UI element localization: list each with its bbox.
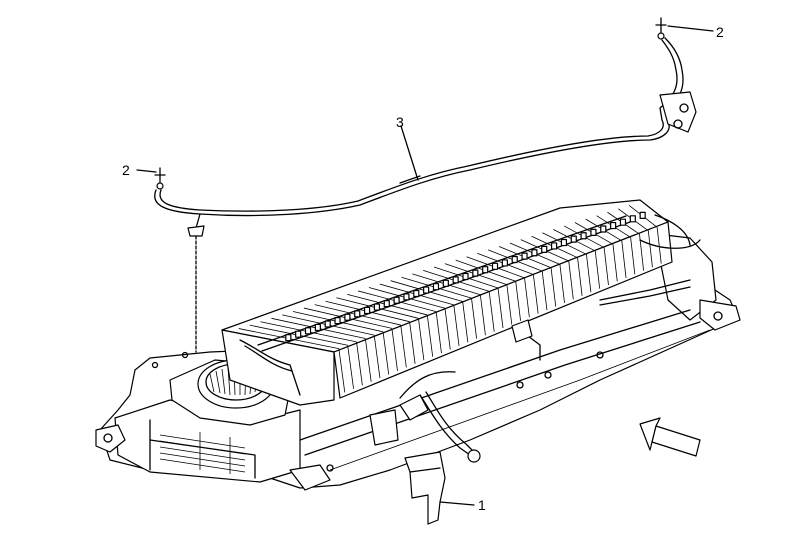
cell-side-line	[647, 230, 653, 268]
cell-terminal	[501, 259, 508, 267]
cell-side-line	[497, 287, 504, 329]
cell-side-line	[426, 314, 434, 357]
callout-3: 3	[396, 114, 404, 130]
cell-side-line	[506, 284, 513, 325]
cell-side-line	[356, 341, 363, 386]
cell-terminal	[550, 242, 558, 250]
cell-side-line	[568, 261, 574, 300]
leader-line-1	[439, 501, 475, 506]
cell-side-line	[621, 240, 627, 278]
cell-side-line	[453, 304, 460, 346]
cell-side-line	[364, 338, 372, 382]
cell-side-line	[400, 325, 407, 368]
cell-terminal	[432, 283, 440, 291]
cell-side-line	[515, 281, 521, 321]
cell-side-line	[471, 298, 478, 339]
cell-side-line	[630, 237, 636, 275]
connector-cable	[369, 391, 481, 463]
cell-terminal	[590, 228, 597, 236]
cell-terminal	[334, 317, 341, 325]
cell-terminal	[619, 218, 627, 226]
cell-terminal	[285, 334, 292, 342]
cell-terminal	[423, 286, 430, 294]
cell-terminal	[491, 262, 499, 270]
cell-side-line	[559, 264, 565, 303]
cell-terminal	[610, 221, 617, 230]
leader-line-2-left	[136, 169, 157, 173]
cell-terminal	[363, 306, 371, 315]
cell-terminal	[531, 249, 538, 257]
cell-terminal	[600, 225, 607, 233]
cell-terminal	[511, 255, 518, 264]
cell-terminal	[304, 327, 312, 335]
fastener-part-2-right	[655, 17, 667, 40]
cell-terminal	[354, 310, 361, 318]
cell-side-line	[603, 247, 609, 286]
cell-side-line	[435, 311, 442, 354]
cell-side-line	[444, 308, 451, 350]
cell-terminal	[403, 293, 410, 301]
cell-terminal	[373, 303, 381, 311]
cell-side-line	[532, 274, 539, 314]
cell-side-line	[586, 254, 592, 293]
cell-side-line	[550, 267, 557, 307]
cell-side-line	[347, 345, 354, 389]
bracket-part-1	[404, 451, 446, 525]
cell-side-line	[594, 250, 601, 289]
view-direction-arrow	[639, 417, 701, 457]
cell-side-line	[391, 328, 398, 371]
cell-side-line	[382, 331, 390, 375]
callout-1: 1	[478, 497, 486, 513]
cell-side-line	[462, 301, 469, 343]
battery-cell-sides	[338, 227, 662, 393]
cell-side-line	[488, 291, 495, 332]
cell-side-line	[409, 321, 416, 364]
callout-2-left: 2	[122, 162, 130, 178]
cell-terminal	[442, 279, 449, 287]
cell-terminal	[324, 320, 331, 328]
cell-side-line	[612, 244, 618, 282]
cell-terminal	[570, 235, 577, 243]
cell-terminal	[462, 272, 469, 281]
callout-2-right: 2	[716, 24, 724, 40]
cell-terminal	[344, 313, 351, 321]
view-arrow-detail	[651, 425, 657, 443]
cell-terminal	[521, 252, 528, 260]
cell-terminal	[482, 266, 489, 274]
cell-side-line	[373, 335, 381, 379]
cell-terminal	[472, 269, 479, 277]
cell-side-line	[418, 318, 425, 361]
cell-side-line	[479, 294, 486, 336]
hose-part-3	[154, 37, 697, 237]
cell-side-line	[338, 348, 346, 393]
cell-terminal	[629, 215, 636, 223]
cell-terminal	[541, 245, 548, 253]
leader-line-3	[400, 125, 419, 181]
cell-terminal	[560, 238, 568, 247]
cell-terminal	[413, 289, 420, 298]
cell-side-line	[524, 277, 530, 318]
battery-cell-ridges	[238, 205, 658, 350]
fastener-part-2-left	[154, 167, 166, 190]
cell-terminal	[314, 323, 321, 332]
cell-terminal	[452, 276, 459, 284]
module-wiring	[239, 214, 701, 399]
cell-terminal	[393, 296, 400, 304]
cell-side-line	[577, 257, 583, 296]
cell-side-line	[541, 271, 548, 311]
cell-terminal	[383, 300, 390, 308]
leader-line-2-right	[667, 25, 714, 32]
cell-terminal	[295, 330, 302, 338]
cell-terminal	[580, 232, 587, 240]
cell-terminal	[639, 211, 646, 219]
cell-side-line	[656, 227, 662, 264]
